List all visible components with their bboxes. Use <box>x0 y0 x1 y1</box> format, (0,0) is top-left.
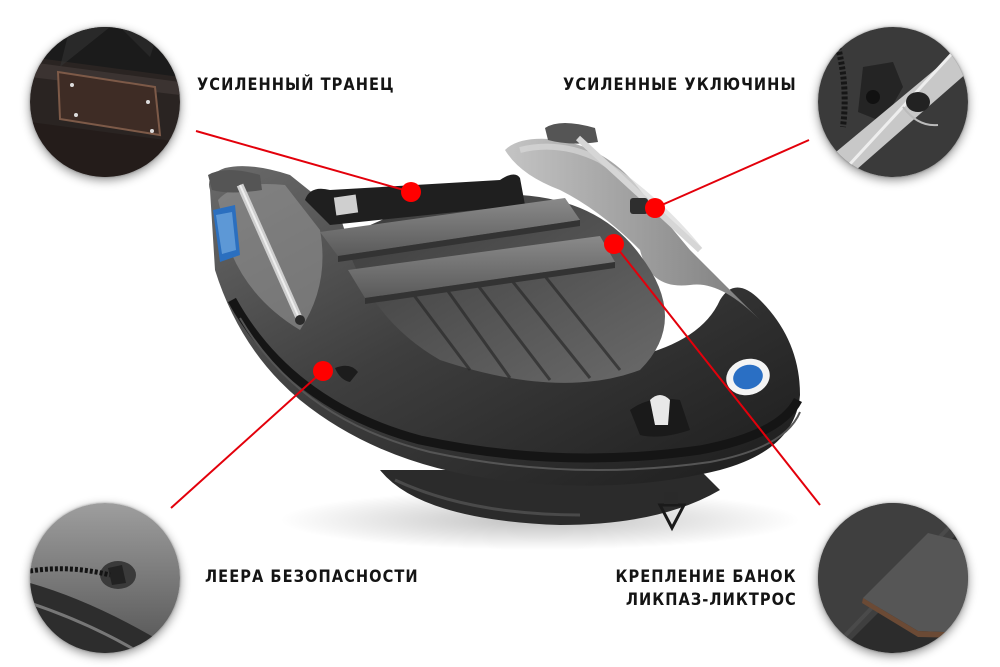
label-bench-mount-line2: ЛИКПАЗ-ЛИКТРОС <box>626 590 797 610</box>
callout-line-transom <box>195 130 412 193</box>
callout-line-oarlocks <box>654 139 810 209</box>
callout-line-safety-ropes <box>170 370 324 509</box>
callout-dot-bench-mount[interactable] <box>604 234 624 254</box>
callout-dot-transom[interactable] <box>401 182 421 202</box>
label-bench-mount-line1: КРЕПЛЕНИЕ БАНОК <box>615 567 797 587</box>
detail-image-bench-mount <box>818 503 968 653</box>
label-safety-ropes: ЛЕЕРА БЕЗОПАСНОСТИ <box>205 567 419 587</box>
label-transom: УСИЛЕННЫЙ ТРАНЕЦ <box>197 75 395 95</box>
callout-dot-oarlocks[interactable] <box>645 198 665 218</box>
label-oarlocks: УСИЛЕННЫЕ УКЛЮЧИНЫ <box>563 75 797 95</box>
detail-image-oarlocks <box>818 27 968 177</box>
callout-dot-safety-ropes[interactable] <box>313 361 333 381</box>
detail-image-transom <box>30 27 180 177</box>
callout-line-bench-mount <box>613 243 821 506</box>
detail-image-safety-ropes <box>30 503 180 653</box>
